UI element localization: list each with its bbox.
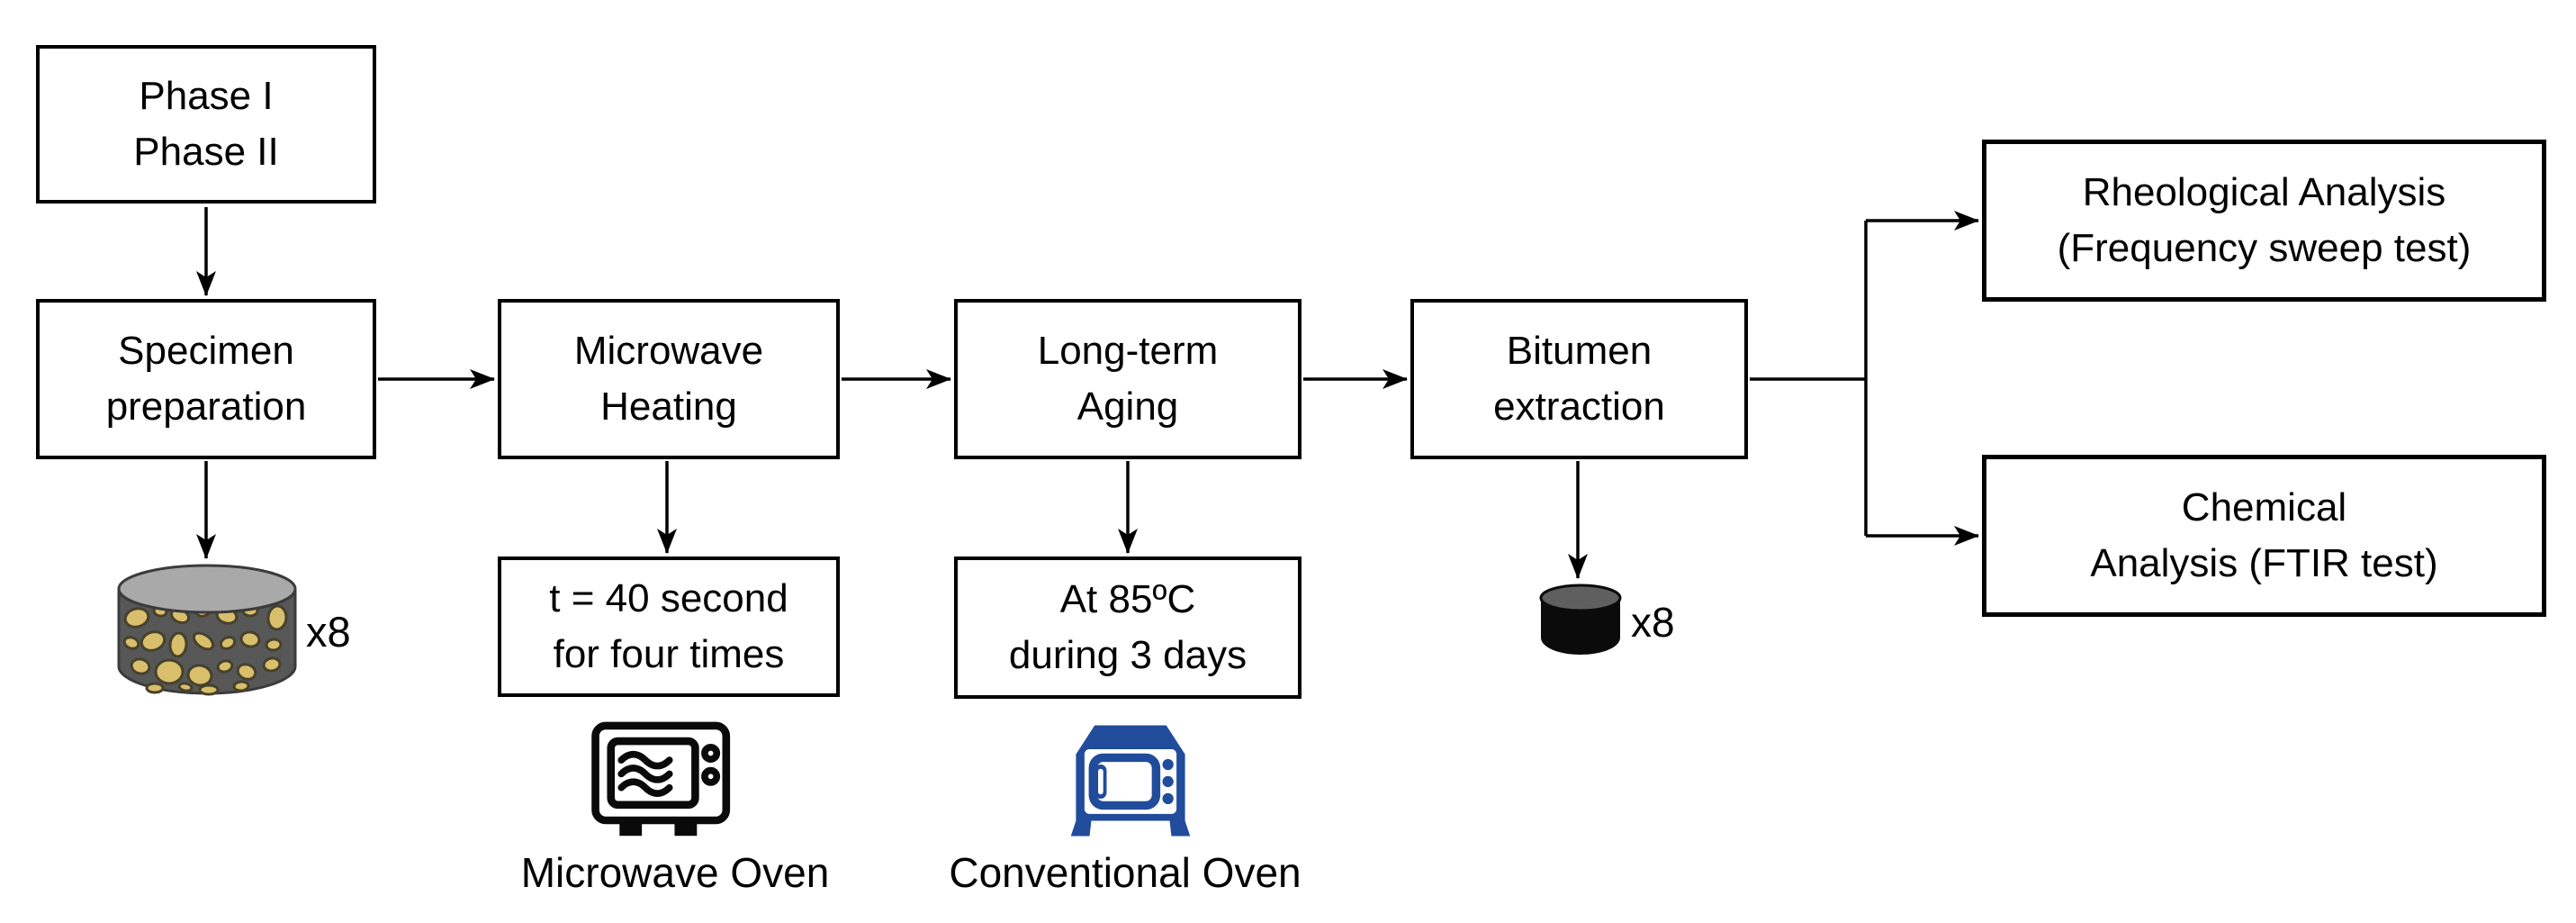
bitumen-sample-cylinder-icon	[1539, 584, 1622, 655]
microwave-oven-icon	[591, 721, 731, 837]
asphalt-specimen-cylinder-icon	[117, 564, 297, 696]
aging-condition-box: At 85ºC during 3 days	[954, 557, 1302, 699]
phase-box: Phase I Phase II	[36, 45, 376, 204]
microwave-heating-box: Microwave Heating	[498, 299, 840, 459]
long-term-aging-box: Long-term Aging	[954, 299, 1302, 459]
heating-time-box: t = 40 second for four times	[498, 557, 840, 697]
specimen-preparation-box: Specimen preparation	[36, 299, 376, 459]
specimen-count-label: x8	[306, 608, 351, 656]
conventional-oven-icon	[1070, 725, 1191, 837]
bitumen-extraction-box: Bitumen extraction	[1410, 299, 1748, 459]
microwave-oven-caption: Microwave Oven	[520, 849, 830, 896]
extraction-count-label: x8	[1631, 599, 1675, 646]
rheological-analysis-box: Rheological Analysis (Frequency sweep te…	[1982, 140, 2546, 302]
chemical-analysis-box: Chemical Analysis (FTIR test)	[1982, 455, 2546, 617]
conventional-oven-caption: Conventional Oven	[949, 849, 1302, 896]
